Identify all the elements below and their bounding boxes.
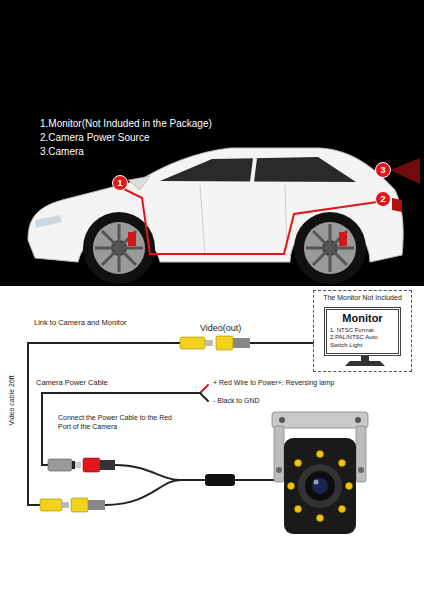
camera-part <box>279 417 285 423</box>
car-panel-part <box>83 212 155 284</box>
cable-label: Video cable 26ft <box>8 375 17 425</box>
car-panel-part-part <box>102 231 136 265</box>
car-panel-part <box>306 224 354 272</box>
legend-item: 2.Camera Power Source <box>40 132 150 145</box>
camera-part-part <box>346 483 353 490</box>
car-panel-part <box>392 198 402 212</box>
wires <box>28 343 313 505</box>
camera-part <box>298 464 342 508</box>
monitor-area: The Monitor Not IncludedMonitor1. NTSC F… <box>313 290 412 372</box>
wires-part <box>180 479 205 481</box>
car-panel-part-part <box>313 231 347 265</box>
box-heading: Monitor <box>330 312 395 326</box>
monitor-stand-part <box>345 361 385 366</box>
car-panel-part <box>35 215 62 228</box>
camera-part <box>274 426 284 482</box>
video-connector-part <box>233 338 250 348</box>
wire-label: - Black to GND <box>213 397 260 406</box>
power-connector-part <box>48 459 72 471</box>
legend-item: 3.Camera <box>40 146 84 159</box>
camera-part <box>288 451 353 522</box>
video-connector <box>180 336 250 350</box>
power-connector-part <box>83 458 100 472</box>
legend-item: 1.Monitor(Not Induded in the Package) <box>40 118 212 131</box>
wire-label: Video(out) <box>200 323 241 334</box>
spec-text: 1. NTSC Format <box>330 327 395 335</box>
camera-part-part <box>288 483 295 490</box>
power-connector-part <box>75 462 81 468</box>
camera-part-part <box>339 460 346 467</box>
spec-text: 2.PAL/NTSC Auto Switch Light <box>330 334 395 349</box>
monitor-screen: Monitor1. NTSC Format2.PAL/NTSC Auto Swi… <box>324 307 401 356</box>
car-panel-part <box>160 157 356 182</box>
camera-part <box>312 478 328 494</box>
wires-part <box>28 343 40 505</box>
wires-part <box>42 393 200 465</box>
car-panel-part <box>252 158 255 182</box>
car-panel-part-part <box>313 231 347 265</box>
car-panel-part <box>124 189 377 254</box>
car-panel-part <box>128 232 136 246</box>
car-panel-part-part <box>102 231 136 265</box>
power-connector-part <box>100 460 115 470</box>
inline-box <box>205 474 235 486</box>
camera-part <box>284 438 356 534</box>
wire-label: Link to Camera and Monitor <box>34 318 127 327</box>
camera-part <box>356 426 366 482</box>
wire-label: + Red Wire to Power+: Reversing lamp <box>213 379 334 388</box>
camera <box>272 412 368 534</box>
video-connector-part <box>62 502 69 508</box>
car-panel-part <box>294 212 366 284</box>
camera-part-part <box>317 451 324 458</box>
camera-part <box>314 480 319 485</box>
monitor-stand-part <box>361 355 369 361</box>
camera-part <box>355 417 361 423</box>
car-panel <box>0 0 424 286</box>
car-panel-part <box>0 0 424 286</box>
camera-part <box>358 467 364 473</box>
car-panel-part <box>390 158 420 184</box>
power-connector-part <box>72 461 75 469</box>
wires-part <box>105 480 180 505</box>
wire-label: Camera Power Cable <box>36 378 108 387</box>
car-panel-part <box>376 192 391 207</box>
monitor-stand <box>345 355 385 366</box>
car-panel-part <box>93 222 145 274</box>
car-panel-part <box>339 232 347 246</box>
camera-part-part <box>339 506 346 513</box>
video-connector-part <box>216 336 233 350</box>
wires-part <box>235 479 276 481</box>
wires-part <box>115 465 180 480</box>
wires-part <box>200 385 208 393</box>
callout-number: 2 <box>381 194 386 205</box>
camera-part <box>276 467 282 473</box>
video-connector-part <box>40 499 62 511</box>
car-panel-part <box>95 224 143 272</box>
callout-number: 3 <box>381 165 386 176</box>
car-panel-part <box>113 176 128 191</box>
callout-number: 1 <box>118 178 123 189</box>
car-panel-part <box>200 185 205 255</box>
video-connector-part <box>205 340 213 346</box>
camera-part <box>305 471 335 501</box>
camera-part-part <box>317 515 324 522</box>
wires-part <box>200 393 208 401</box>
car-panel-part <box>376 163 391 178</box>
car-panel-part <box>304 222 356 274</box>
wires-part <box>250 342 313 344</box>
instruction-note: Connect the Power Cable to the Red Port … <box>58 414 186 432</box>
wires-part <box>28 342 180 344</box>
camera-part-part <box>295 460 302 467</box>
car-panel-part <box>128 176 150 190</box>
power-connector <box>48 458 115 472</box>
box-heading: The Monitor Not Included <box>317 294 408 303</box>
video-connector-part <box>71 498 88 512</box>
video-connector <box>40 498 105 512</box>
camera-part-part <box>295 506 302 513</box>
video-connector-part <box>180 337 205 349</box>
camera-part <box>272 412 368 428</box>
video-connector-part <box>88 500 105 510</box>
